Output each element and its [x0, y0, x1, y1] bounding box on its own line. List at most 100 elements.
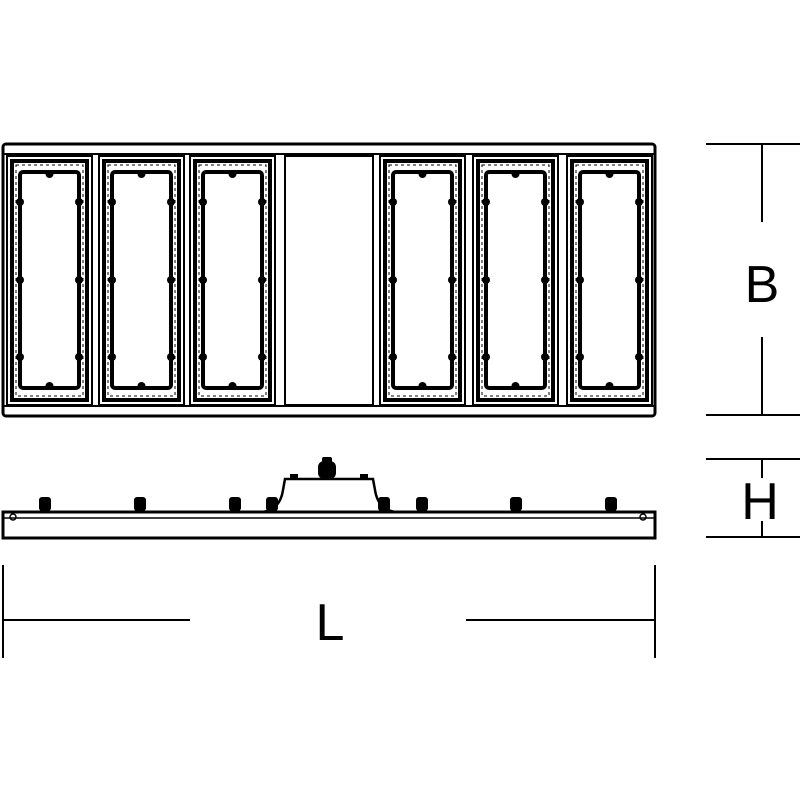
side-view-cable-gland-neck [322, 457, 332, 463]
module-screw [199, 353, 207, 361]
dimension-h-label: H [741, 473, 779, 531]
module-lens [578, 170, 641, 390]
led-module [566, 155, 653, 406]
dimension-b [706, 143, 800, 416]
module-screw [199, 198, 207, 206]
module-screw [482, 353, 490, 361]
module-screw [16, 198, 24, 206]
module-screw [16, 276, 24, 284]
module-screw [137, 170, 146, 178]
module-screw [45, 382, 54, 390]
module-cap [229, 497, 241, 511]
module-screw [228, 382, 237, 390]
module-cap [510, 497, 522, 511]
module-seal-line [388, 164, 457, 397]
top-view [1, 142, 657, 418]
top-view-frame-outer [1, 142, 657, 418]
module-housing [379, 155, 466, 406]
module-screw [258, 353, 266, 361]
module-screw [482, 198, 490, 206]
side-view-screw-right [639, 513, 647, 521]
module-screw [16, 353, 24, 361]
module-screw [635, 198, 643, 206]
side-view-housing-clip-right [360, 474, 368, 479]
module-lens [201, 170, 264, 390]
module-screw [511, 170, 520, 178]
side-view-screw-left [9, 513, 17, 521]
dimension-l [2, 565, 656, 658]
module-screw [448, 276, 456, 284]
led-module [472, 155, 559, 406]
side-view-cable-gland [318, 461, 336, 479]
side-view-housing-clip-left [290, 474, 298, 479]
module-screw [605, 170, 614, 178]
module-screw [258, 198, 266, 206]
module-gasket [10, 159, 89, 402]
module-screw [605, 382, 614, 390]
module-screw [108, 198, 116, 206]
module-screw [448, 353, 456, 361]
module-screw [418, 170, 427, 178]
module-screw [108, 276, 116, 284]
module-screw [258, 276, 266, 284]
led-module [98, 155, 185, 406]
led-modules [6, 155, 653, 406]
side-view [1, 457, 657, 540]
module-gasket [476, 159, 555, 402]
led-module [379, 155, 466, 406]
module-screw [167, 353, 175, 361]
module-screw [482, 276, 490, 284]
module-lens [18, 170, 81, 390]
module-screw [108, 353, 116, 361]
dimension-h [706, 458, 800, 538]
module-housing [6, 155, 93, 406]
module-screw [576, 198, 584, 206]
module-lens [110, 170, 173, 390]
module-screw [576, 276, 584, 284]
module-screw [389, 276, 397, 284]
module-cap [378, 497, 390, 511]
module-screw [389, 353, 397, 361]
module-screw [167, 276, 175, 284]
module-lens [391, 170, 454, 390]
module-cap [416, 497, 428, 511]
module-screw [75, 276, 83, 284]
module-screw [137, 382, 146, 390]
dimension-l-label: L [316, 594, 345, 652]
module-gasket [570, 159, 649, 402]
module-housing [189, 155, 276, 406]
module-gasket [102, 159, 181, 402]
module-gasket [383, 159, 462, 402]
side-view-driver-housing [10, 477, 648, 514]
module-housing [472, 155, 559, 406]
module-screw [199, 276, 207, 284]
module-housing [566, 155, 653, 406]
led-module [189, 155, 276, 406]
module-screw [448, 198, 456, 206]
module-seal-line [198, 164, 267, 397]
module-screw [418, 382, 427, 390]
top-view-center-gap [284, 155, 374, 406]
module-screw [541, 198, 549, 206]
module-screw [511, 382, 520, 390]
module-cap [266, 497, 278, 511]
module-cap [39, 497, 51, 511]
module-seal-line [481, 164, 550, 397]
led-module [6, 155, 93, 406]
module-cap [605, 497, 617, 511]
side-view-base-plate [1, 510, 657, 540]
module-screw [389, 198, 397, 206]
module-gasket [193, 159, 272, 402]
module-housing [98, 155, 185, 406]
module-screw [228, 170, 237, 178]
module-screw [541, 276, 549, 284]
module-screw [541, 353, 549, 361]
module-screw [75, 198, 83, 206]
module-screw [167, 198, 175, 206]
module-seal-line [575, 164, 644, 397]
module-seal-line [107, 164, 176, 397]
module-screw [45, 170, 54, 178]
side-view-module-caps [39, 497, 617, 511]
module-lens [484, 170, 547, 390]
